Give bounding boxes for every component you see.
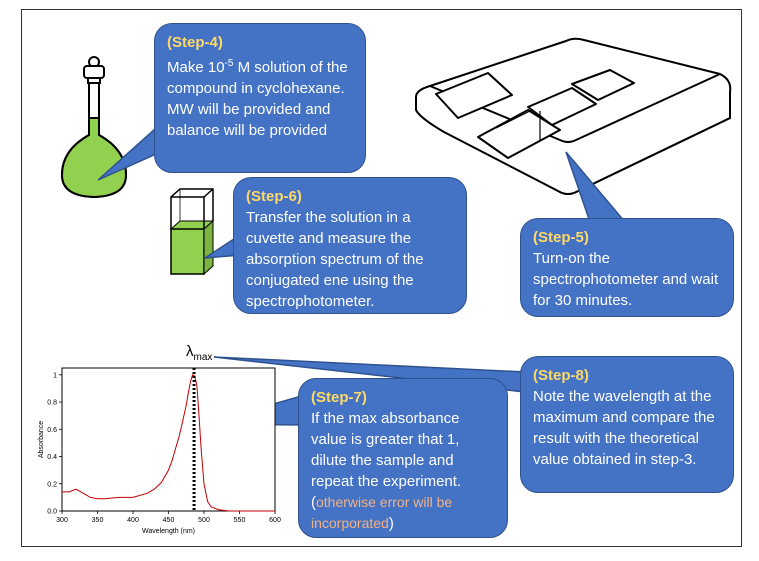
x-axis-label: Wavelength (nm) [142, 528, 195, 535]
step7-callout: (Step-7) If the max absorbance value is … [298, 378, 508, 538]
step7-note-open: ( [311, 494, 316, 511]
volumetric-flask-icon [60, 56, 128, 199]
step6-callout: (Step-6) Transfer the solution in a cuve… [233, 177, 467, 314]
figure-frame [21, 9, 742, 547]
lambda-max-label: λmax [186, 343, 213, 363]
step5-text: Turn-on the spectrophotometer and wait f… [533, 250, 719, 309]
step4-title: (Step-4) [167, 34, 223, 51]
y-tick-label-5: 1 [53, 372, 57, 379]
step8-text: Note the wavelength at the maximum and c… [533, 388, 715, 468]
x-tick-label-3: 450 [163, 517, 175, 524]
step7-note: otherwise error will be incorporated [311, 494, 453, 531]
step4-text-post: M solution of the compound in cyclohexan… [167, 59, 348, 139]
x-tick-label-6: 600 [269, 517, 281, 524]
y-tick-label-1: 0.2 [47, 481, 57, 488]
x-tick-label-2: 400 [127, 517, 139, 524]
x-tick-label-0: 300 [56, 517, 68, 524]
step7-note-close: ) [388, 515, 394, 532]
step5-title: (Step-5) [533, 229, 589, 246]
absorption-spectrum-chart: 300 350 400 450 500 550 600 0.0 0.2 0.4 0.6 0.8 1Wav… [38, 367, 281, 535]
step4-callout: (Step-4) Make 10-5 M solution of the com… [154, 23, 366, 173]
y-tick-label-0: 0.0 [47, 509, 57, 516]
y-tick-label-2: 0.4 [47, 454, 57, 461]
step8-title: (Step-8) [533, 367, 589, 384]
step8-callout: (Step-8) Note the wavelength at the maxi… [520, 356, 734, 493]
cuvette-icon [169, 188, 215, 276]
step7-title: (Step-7) [311, 389, 367, 406]
y-tick-label-3: 0.6 [47, 427, 57, 434]
step4-text-pre: Make 10 [167, 59, 225, 76]
spectrophotometer-icon [415, 37, 732, 195]
x-tick-label-5: 550 [234, 517, 246, 524]
y-axis-label: Absorbance [38, 421, 45, 458]
step4-exponent: -5 [224, 58, 234, 69]
plot-area [61, 367, 276, 512]
y-tick-label-4: 0.8 [47, 400, 57, 407]
step6-text: Transfer the solution in a cuvette and m… [246, 209, 424, 310]
step7-text: If the max absorbance value is greater t… [311, 410, 462, 490]
x-tick-label-4: 500 [198, 517, 210, 524]
step5-callout: (Step-5) Turn-on the spectrophotometer a… [520, 218, 734, 317]
spectrum-line [62, 374, 275, 512]
step6-title: (Step-6) [246, 188, 302, 205]
x-tick-label-1: 350 [92, 517, 104, 524]
